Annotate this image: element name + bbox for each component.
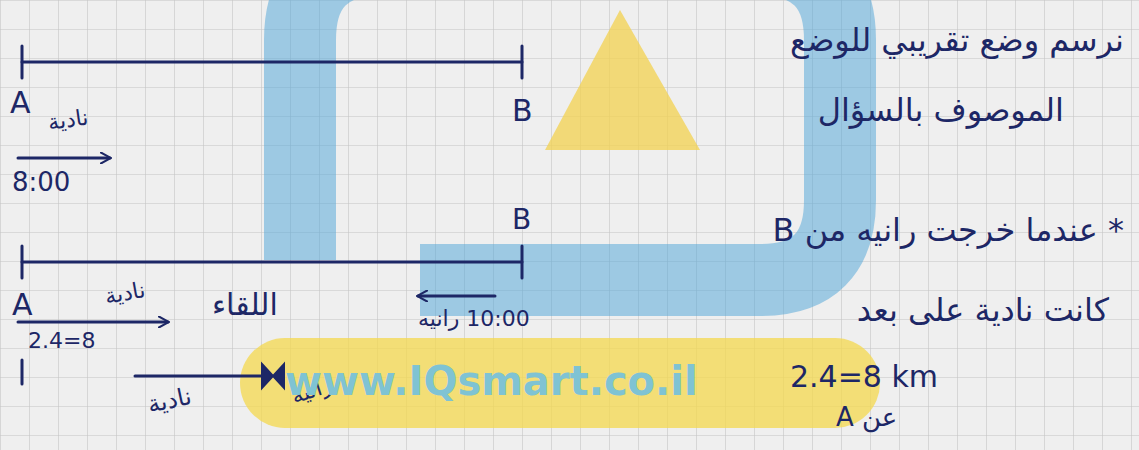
tick: [21, 246, 24, 278]
tick: [521, 246, 524, 278]
direction-arrow: [18, 321, 168, 324]
time-label: 8:00: [12, 168, 70, 198]
watermark-band: [240, 338, 880, 428]
point-label: B: [512, 204, 531, 236]
watermark-ring: [300, 0, 840, 280]
note-text: كانت نادية على بعد: [857, 292, 1109, 329]
segment-ab: [22, 261, 522, 264]
point-label: B: [512, 94, 533, 129]
tick: [21, 360, 24, 384]
distance-label: 2.4=8 km: [790, 360, 938, 395]
note-text: الموصوف بالسؤال: [818, 92, 1064, 129]
tick: [521, 46, 524, 78]
point-label: A: [10, 86, 31, 121]
point-label: A: [12, 288, 33, 323]
direction-arrow: [418, 295, 495, 298]
segment-ab: [22, 61, 522, 64]
direction-arrow: [18, 157, 110, 160]
watermark-triangle: [545, 10, 700, 150]
person-name: نادية: [103, 277, 147, 309]
meeting-symbol: [262, 364, 284, 388]
watermark-text: www.IQsmart.co.il: [285, 358, 698, 404]
person-name: نادية: [46, 104, 90, 135]
distance-label: 2.4=8: [28, 328, 95, 353]
tick: [21, 46, 24, 78]
time-label: 10:00 رانيه: [418, 306, 530, 331]
segment: [135, 375, 265, 378]
person-name: نادية: [145, 383, 194, 419]
note-text: نرسم وضع تقريبي للوضع: [790, 22, 1124, 59]
meeting-label: اللقاء: [212, 288, 278, 323]
note-text: * عندما خرجت رانيه من B: [773, 212, 1124, 249]
note-text: عن A: [836, 403, 897, 433]
